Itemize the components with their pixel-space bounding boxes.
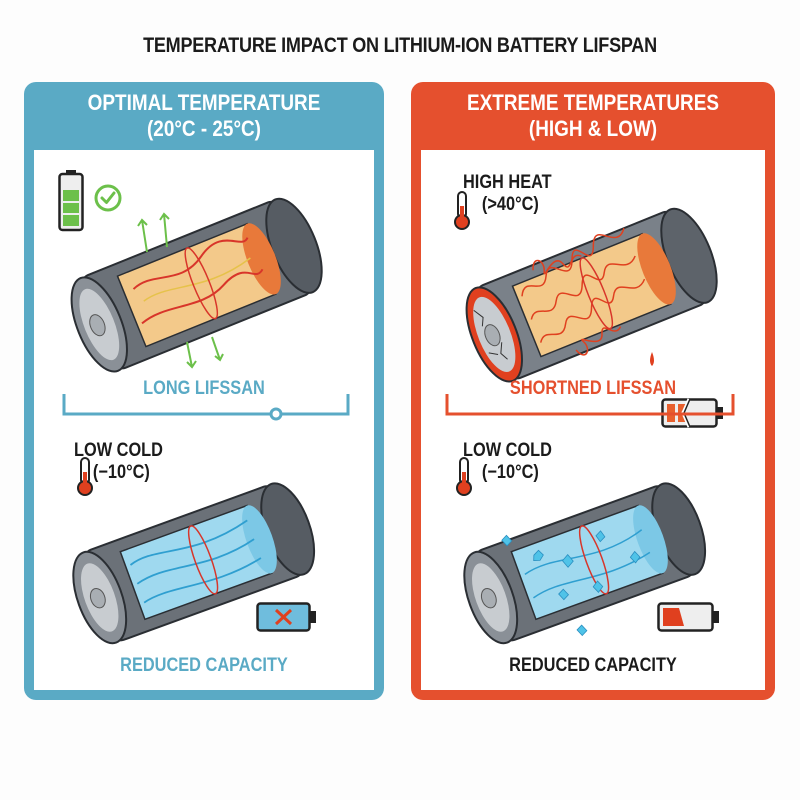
low-cold-title: LOW COLD — [74, 440, 163, 461]
optimal-temperature-panel: OPTIMAL TEMPERATURE (20°C - 25°C) — [24, 82, 384, 700]
thermometer-icon — [454, 191, 470, 230]
extreme-temperature-panel: EXTREME TEMPERATURES (HIGH & LOW) HIGH H… — [411, 82, 775, 700]
high-heat-temp: (>40°C) — [481, 194, 539, 215]
battery-cell-frozen-illustration — [72, 482, 316, 645]
thermometer-icon — [77, 457, 93, 496]
shortened-lifespan-label: SHORTNED LIFSSAN — [509, 378, 677, 399]
page-title: TEMPERATURE IMPACT ON LITHIUM-ION BATTER… — [143, 34, 657, 57]
extreme-heading-line2: (HIGH & LOW) — [528, 116, 658, 141]
thermometer-icon — [456, 457, 472, 496]
high-heat-label: HIGH HEAT (>40°C) — [463, 172, 552, 216]
low-cold-label: LOW COLD (−10°C) — [463, 440, 552, 484]
lifespan-bracket — [62, 394, 350, 421]
battery-cell-optimal-illustration — [70, 197, 323, 373]
extreme-panel-heading: EXTREME TEMPERATURES (HIGH & LOW) — [436, 90, 749, 142]
high-heat-title: HIGH HEAT — [463, 172, 552, 193]
optimal-heading-line2: (20°C - 25°C) — [147, 116, 261, 141]
checkmark-circle-icon — [94, 184, 122, 212]
optimal-panel-heading: OPTIMAL TEMPERATURE (20°C - 25°C) — [49, 90, 359, 142]
low-cold-label: LOW COLD (−10°C) — [74, 440, 163, 484]
reduced-capacity-label: REDUCED CAPACITY — [509, 655, 677, 676]
battery-x-icon — [256, 602, 316, 632]
extreme-panel-body: HIGH HEAT (>40°C) — [421, 150, 765, 690]
optimal-heading-line1: OPTIMAL TEMPERATURE — [87, 90, 321, 115]
reduced-capacity-label: REDUCED CAPACITY — [120, 655, 288, 676]
low-cold-temp: (−10°C) — [481, 462, 539, 483]
battery-full-icon — [58, 170, 84, 232]
battery-low-icon — [657, 602, 719, 632]
lifespan-bracket — [445, 394, 735, 416]
battery-cell-iced-illustration — [463, 482, 707, 645]
battery-cell-overheated-illustration — [465, 207, 718, 383]
long-lifespan-label: LONG LIFSSAN — [143, 378, 265, 399]
low-cold-title: LOW COLD — [463, 440, 552, 461]
extreme-heading-line1: EXTREME TEMPERATURES — [467, 90, 719, 115]
optimal-panel-body: LONG LIFSSAN LOW COLD (−10°C) — [34, 150, 374, 690]
low-cold-temp: (−10°C) — [92, 462, 150, 483]
